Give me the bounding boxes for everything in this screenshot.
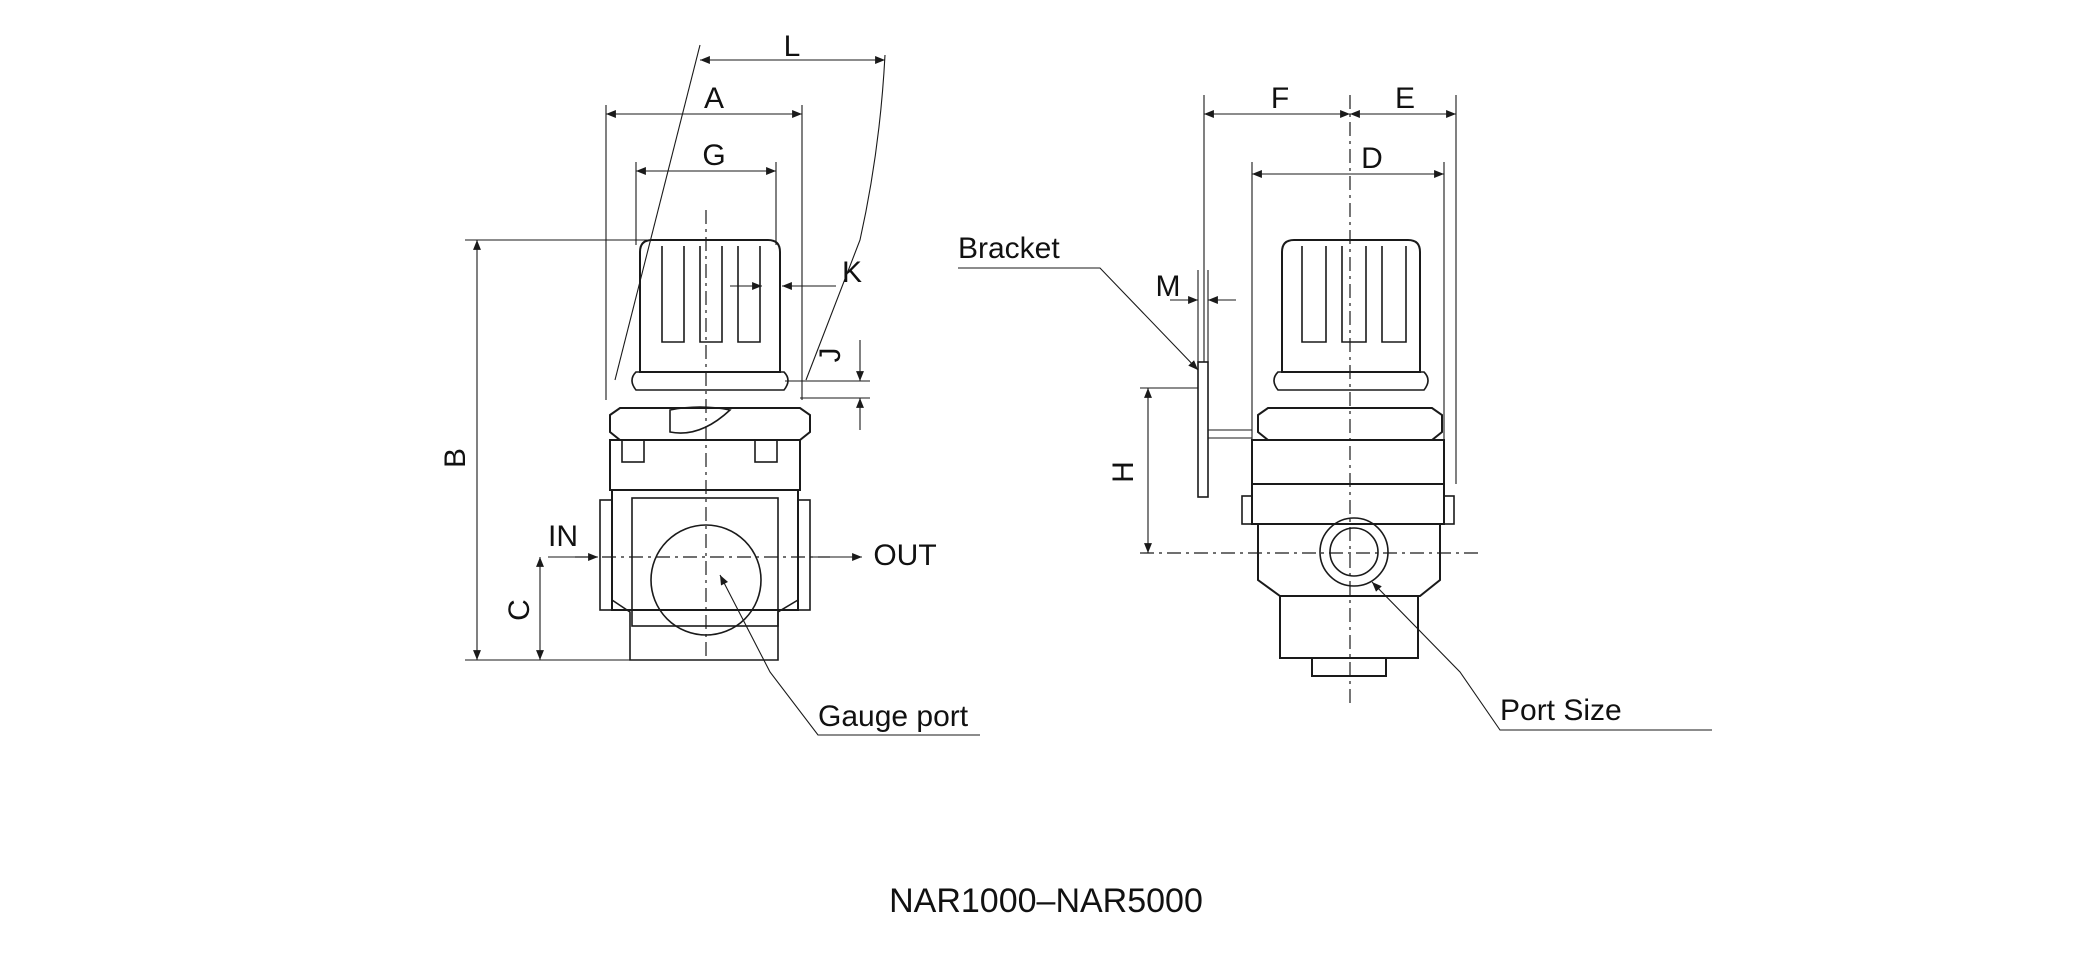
out-label: OUT <box>873 539 936 572</box>
bracket-callout: Bracket <box>958 232 1199 371</box>
dim-label-K: K <box>842 256 862 289</box>
dim-label-F: F <box>1271 82 1289 115</box>
dim-K: K <box>730 256 862 290</box>
dim-H: H <box>1107 387 1198 553</box>
side-body <box>1241 439 1455 677</box>
front-body <box>599 439 811 661</box>
dim-label-B: B <box>439 448 472 468</box>
dim-L: L <box>614 30 886 381</box>
bracket <box>1197 361 1252 498</box>
dim-label-A: A <box>704 82 724 115</box>
gauge-port-label: Gauge port <box>818 700 969 733</box>
dim-D: D <box>1251 142 1445 440</box>
side-knob <box>1273 239 1429 391</box>
dim-label-C: C <box>503 599 536 621</box>
dim-label-D: D <box>1361 142 1383 175</box>
dim-M: M <box>1156 270 1236 362</box>
dim-B: B <box>439 239 650 661</box>
front-view: L A G K J <box>439 30 980 736</box>
front-knob <box>631 239 789 391</box>
drawing-caption: NAR1000–NAR5000 <box>889 882 1203 920</box>
in-label: IN <box>548 520 578 553</box>
bracket-label: Bracket <box>958 232 1060 265</box>
side-view: F E D M H Bracket <box>958 82 1712 731</box>
side-port-outer <box>1319 517 1389 587</box>
dim-label-L: L <box>784 30 801 63</box>
dim-G: G <box>635 139 777 245</box>
dim-label-E: E <box>1395 82 1415 115</box>
dim-F-E: F E <box>1203 82 1457 484</box>
side-port-inner <box>1329 527 1379 577</box>
dim-label-M: M <box>1156 270 1181 303</box>
port-size-callout: Port Size <box>1371 581 1712 731</box>
dim-label-J: J <box>814 348 847 363</box>
port-arrows: IN OUT <box>548 520 937 572</box>
dim-J: J <box>785 340 870 430</box>
front-nut <box>609 406 811 441</box>
dim-A: A <box>605 82 803 400</box>
dim-C: C <box>503 557 544 660</box>
gauge-port-callout: Gauge port <box>719 574 980 736</box>
dim-label-G: G <box>702 139 725 172</box>
dim-label-H: H <box>1107 461 1140 483</box>
port-size-label: Port Size <box>1500 694 1622 727</box>
